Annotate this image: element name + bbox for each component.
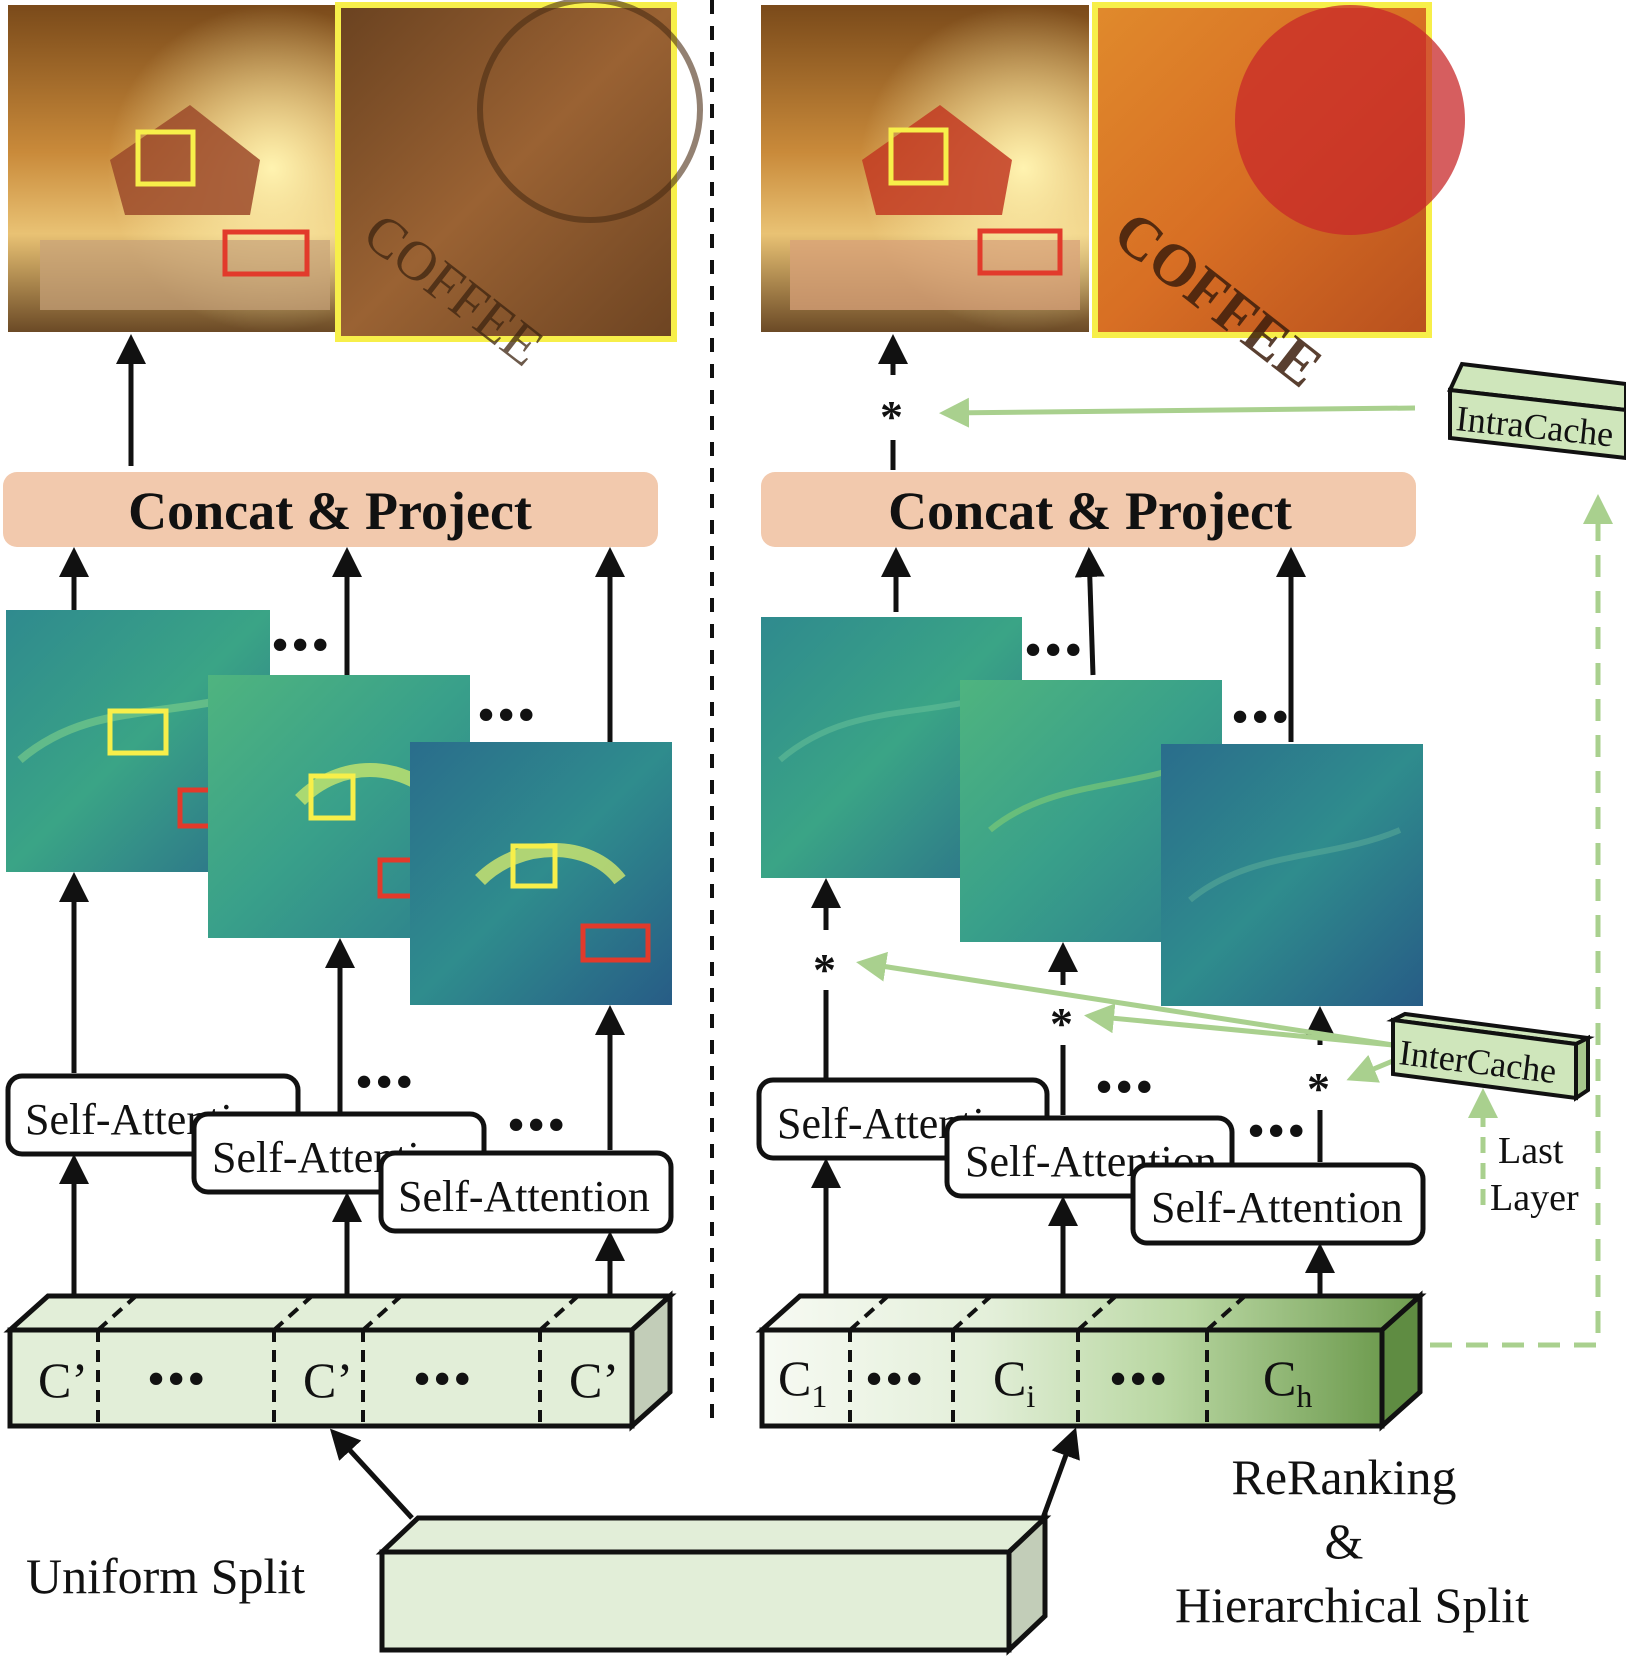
left-chunk-label-1: C’ xyxy=(38,1352,88,1408)
yellow-highlight-box xyxy=(135,129,196,187)
right-arrow-head2-to-project xyxy=(1074,547,1105,676)
left-ellipsis-maps-1: ••• xyxy=(272,619,332,670)
right-ellipsis-sa-1: ••• xyxy=(1096,1061,1156,1112)
right-concat-project-label: Concat & Project xyxy=(888,481,1292,541)
intercache-to-star1-arrow xyxy=(856,951,1394,1048)
last-layer-label-line1: Last xyxy=(1498,1130,1564,1172)
intercache-to-star2-arrow xyxy=(1084,1003,1394,1048)
left-attention-map-3 xyxy=(410,742,672,1005)
left-chunk-label-5: C’ xyxy=(569,1352,619,1408)
left-zoom-crop: COFFEE xyxy=(335,0,703,379)
right-concat-project-box xyxy=(761,472,1416,547)
right-output-star: * xyxy=(880,391,903,442)
inter-cache-block: InterCache xyxy=(1386,1011,1595,1102)
right-panel: COFFEE * Concat & Project ••• ••• * xyxy=(755,2,1626,1633)
right-self-attention-3: Self-Attention xyxy=(1130,1162,1426,1246)
left-chunk-label-3: C’ xyxy=(303,1352,353,1408)
intracache-to-output-arrow xyxy=(939,397,1416,428)
left-output-photo xyxy=(8,5,338,332)
right-ellipsis-maps-1: ••• xyxy=(1025,624,1085,675)
left-concat-project-box xyxy=(3,472,658,547)
right-chunk-label-2: ••• xyxy=(866,1353,926,1404)
red-highlight-box xyxy=(222,229,310,277)
rerank-split-label-line2: & xyxy=(1325,1513,1364,1569)
right-star-3: * xyxy=(1307,1063,1330,1114)
last-layer-to-intracache-route xyxy=(1430,494,1613,1348)
left-concat-project-label: Concat & Project xyxy=(128,481,532,541)
right-self-attention-3-label: Self-Attention xyxy=(1151,1183,1403,1232)
right-zoom-crop: COFFEE xyxy=(1092,2,1465,400)
last-layer-label-line2: Layer xyxy=(1490,1177,1579,1219)
left-ellipsis-maps-2: ••• xyxy=(478,689,538,740)
uniform-split-label: Uniform Split xyxy=(26,1548,305,1604)
left-ellipsis-sa-1: ••• xyxy=(356,1056,416,1107)
left-panel: COFFEE Concat & Project ••• xyxy=(3,0,703,1604)
yellow-highlight-box-right xyxy=(888,127,949,186)
right-star-2: * xyxy=(1050,998,1073,1049)
right-chunk-label-1: C1 xyxy=(778,1350,827,1414)
rerank-split-label-line3: Hierarchical Split xyxy=(1175,1577,1529,1633)
right-attention-map-3 xyxy=(1161,744,1423,1006)
right-output-photo xyxy=(761,5,1089,332)
right-chunk-label-3: Ci xyxy=(993,1350,1035,1414)
left-ellipsis-sa-2: ••• xyxy=(508,1099,568,1150)
red-highlight-box-right xyxy=(977,228,1063,276)
rerank-split-label-line1: ReRanking xyxy=(1232,1449,1457,1505)
right-star-1: * xyxy=(813,944,836,995)
input-to-uniform-split-arrow xyxy=(329,1428,414,1520)
right-reranked-chunk-bar: C1 ••• Ci ••• Ch xyxy=(755,1290,1427,1432)
input-to-rerank-split-arrow xyxy=(1040,1427,1080,1519)
right-ellipsis-maps-2: ••• xyxy=(1232,691,1292,742)
left-chunk-label-4: ••• xyxy=(414,1353,474,1404)
left-self-attention-3-label: Self-Attention xyxy=(398,1172,650,1221)
shared-input-block xyxy=(375,1512,1052,1656)
left-chunk-label-2: ••• xyxy=(148,1353,208,1404)
right-chunk-label-5: Ch xyxy=(1263,1350,1312,1414)
right-ellipsis-sa-2: ••• xyxy=(1248,1105,1308,1156)
left-self-attention-3: Self-Attention xyxy=(378,1150,674,1234)
right-chunk-label-4: ••• xyxy=(1110,1353,1170,1404)
left-uniform-chunk-bar: C’ ••• C’ ••• C’ xyxy=(3,1290,677,1432)
intra-cache-block: IntraCache xyxy=(1447,361,1626,461)
